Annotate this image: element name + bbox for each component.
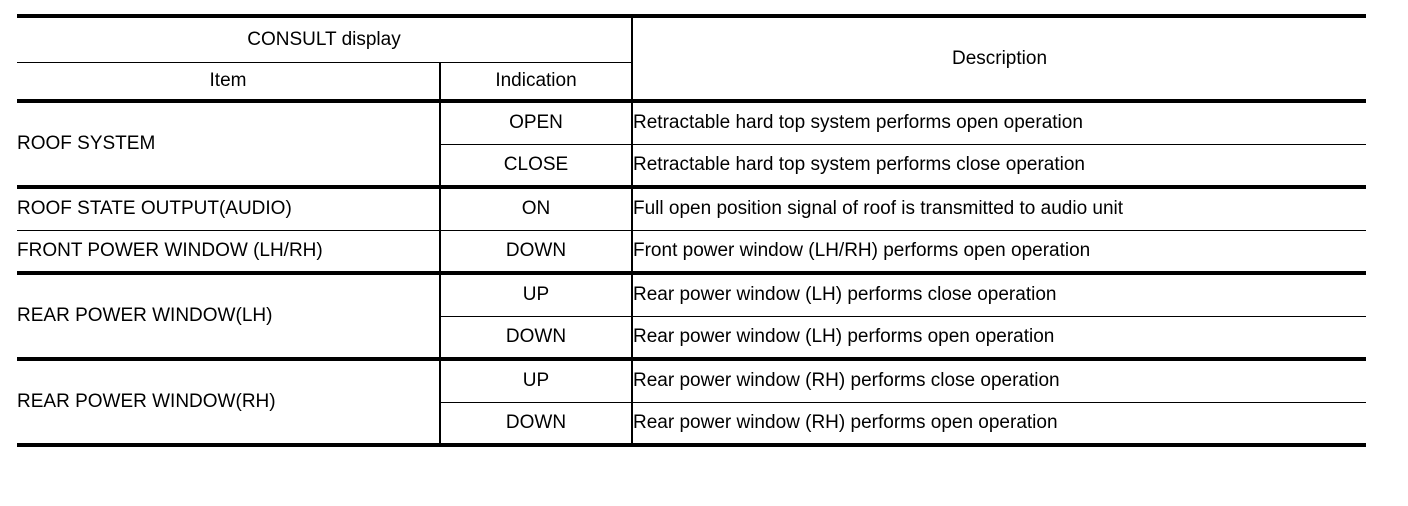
header-description: Description	[632, 14, 1366, 103]
row-indication-cell: OPEN	[440, 101, 633, 145]
row-indication-label: DOWN	[505, 325, 567, 347]
row-indication-label: UP	[522, 284, 550, 306]
table-row: CLOSE Retractable hard top system perfor…	[17, 144, 1366, 189]
row-description-cell: Retractable hard top system performs ope…	[632, 101, 1366, 145]
row-indication-cell: CLOSE	[440, 144, 633, 189]
row-indication-cell: ON	[440, 187, 633, 231]
header-item: Item	[17, 62, 441, 103]
header-row-sub: Item Indication	[17, 62, 1366, 103]
table-row: DOWN Rear power window (LH) performs ope…	[17, 316, 1366, 361]
row-description-label: Retractable hard top system performs clo…	[633, 153, 1085, 175]
row-description-cell: Rear power window (LH) performs close op…	[632, 273, 1366, 317]
row-indication-label: CLOSE	[503, 153, 569, 175]
consult-display-table: CONSULT display Description Item Indicat…	[17, 14, 1366, 447]
header-indication-label: Indication	[495, 69, 577, 91]
table-row: FRONT POWER WINDOW (LH/RH) DOWN Front po…	[17, 230, 1366, 275]
table-row: DOWN Rear power window (RH) performs ope…	[17, 402, 1366, 447]
row-item-cell: REAR POWER WINDOW(RH)	[17, 359, 441, 447]
row-description-label: Rear power window (LH) performs open ope…	[633, 325, 1055, 347]
row-indication-label: OPEN	[509, 112, 563, 134]
row-item-label: FRONT POWER WINDOW (LH/RH)	[17, 239, 323, 261]
row-item-label: REAR POWER WINDOW(RH)	[17, 391, 276, 413]
row-item-label: ROOF STATE OUTPUT(AUDIO)	[17, 198, 292, 220]
header-row-group: CONSULT display Description	[17, 14, 1366, 103]
table-row: ROOF STATE OUTPUT(AUDIO) ON Full open po…	[17, 187, 1366, 231]
table-row: REAR POWER WINDOW(RH) UP Rear power wind…	[17, 359, 1366, 447]
row-indication-label: ON	[521, 198, 551, 220]
row-item-label: ROOF SYSTEM	[17, 133, 156, 155]
table-row: ROOF SYSTEM OPEN Retractable hard top sy…	[17, 101, 1366, 189]
row-indication-cell: DOWN	[440, 316, 633, 361]
row-description-cell: Rear power window (RH) performs close op…	[632, 359, 1366, 403]
row-description-label: Retractable hard top system performs ope…	[633, 112, 1083, 134]
row-indication-cell: UP	[440, 273, 633, 317]
row-item-cell: REAR POWER WINDOW(LH)	[17, 273, 441, 361]
header-consult-display: CONSULT display	[17, 14, 633, 63]
row-item-cell: ROOF STATE OUTPUT(AUDIO)	[17, 187, 441, 231]
row-description-label: Rear power window (RH) performs close op…	[633, 370, 1060, 392]
row-indication-cell: DOWN	[440, 230, 633, 275]
row-indication-cell: UP	[440, 359, 633, 403]
header-consult-display-label: CONSULT display	[247, 28, 401, 50]
row-description-label: Rear power window (RH) performs open ope…	[633, 411, 1058, 433]
header-description-label: Description	[951, 47, 1048, 69]
table-row: REAR POWER WINDOW(LH) UP Rear power wind…	[17, 273, 1366, 361]
row-indication-label: UP	[522, 370, 550, 392]
row-description-cell: Front power window (LH/RH) performs open…	[632, 230, 1366, 275]
table-body: ROOF SYSTEM OPEN Retractable hard top sy…	[17, 101, 1366, 447]
header-indication: Indication	[440, 62, 633, 103]
row-description-label: Front power window (LH/RH) performs open…	[633, 239, 1091, 261]
row-indication-label: DOWN	[505, 411, 567, 433]
table-header: CONSULT display Description Item Indicat…	[17, 14, 1366, 103]
row-description-label: Full open position signal of roof is tra…	[633, 198, 1124, 220]
row-description-cell: Full open position signal of roof is tra…	[632, 187, 1366, 231]
row-indication-label: DOWN	[505, 239, 567, 261]
row-description-label: Rear power window (LH) performs close op…	[633, 284, 1057, 306]
row-description-cell: Rear power window (LH) performs open ope…	[632, 316, 1366, 361]
row-description-cell: Rear power window (RH) performs open ope…	[632, 402, 1366, 447]
row-item-cell: ROOF SYSTEM	[17, 101, 441, 189]
row-description-cell: Retractable hard top system performs clo…	[632, 144, 1366, 189]
row-indication-cell: DOWN	[440, 402, 633, 447]
row-item-cell: FRONT POWER WINDOW (LH/RH)	[17, 230, 441, 275]
row-item-label: REAR POWER WINDOW(LH)	[17, 305, 273, 327]
header-item-label: Item	[209, 69, 247, 91]
